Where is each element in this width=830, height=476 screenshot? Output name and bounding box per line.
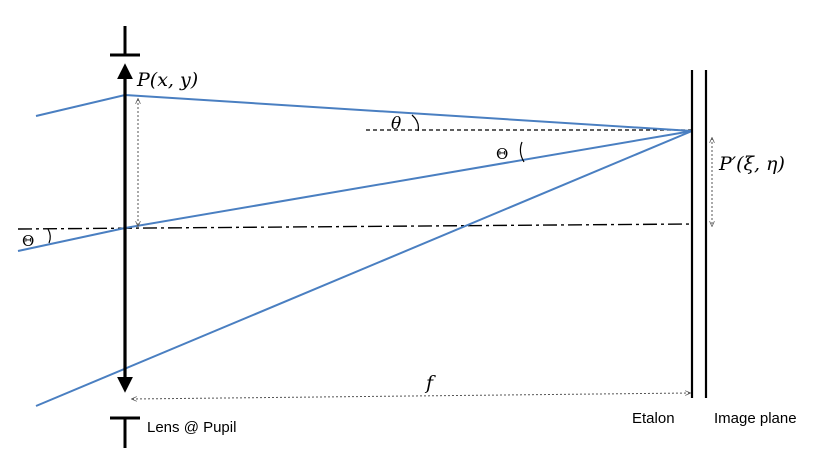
ray-lower	[35, 130, 693, 407]
theta-arc	[411, 114, 419, 132]
etalon-label: Etalon	[632, 410, 675, 427]
Theta-label-right: Θ	[496, 145, 508, 163]
theta-label: θ	[391, 114, 401, 134]
point-P-label: P(x, y)	[136, 69, 198, 91]
focal-length-label: f	[424, 372, 436, 394]
ray-upper	[35, 93, 693, 132]
lens-label: Lens @ Pupil	[147, 419, 236, 436]
focal-length-marker	[132, 393, 690, 399]
image-plane-label: Image plane	[714, 410, 797, 427]
point-P-prime-label: P′(ξ, η)	[718, 153, 785, 175]
Theta-label-left: Θ	[22, 232, 34, 250]
Theta-arc-left	[47, 228, 51, 244]
Theta-arc-right	[519, 141, 525, 163]
ray-chief	[17, 130, 693, 252]
